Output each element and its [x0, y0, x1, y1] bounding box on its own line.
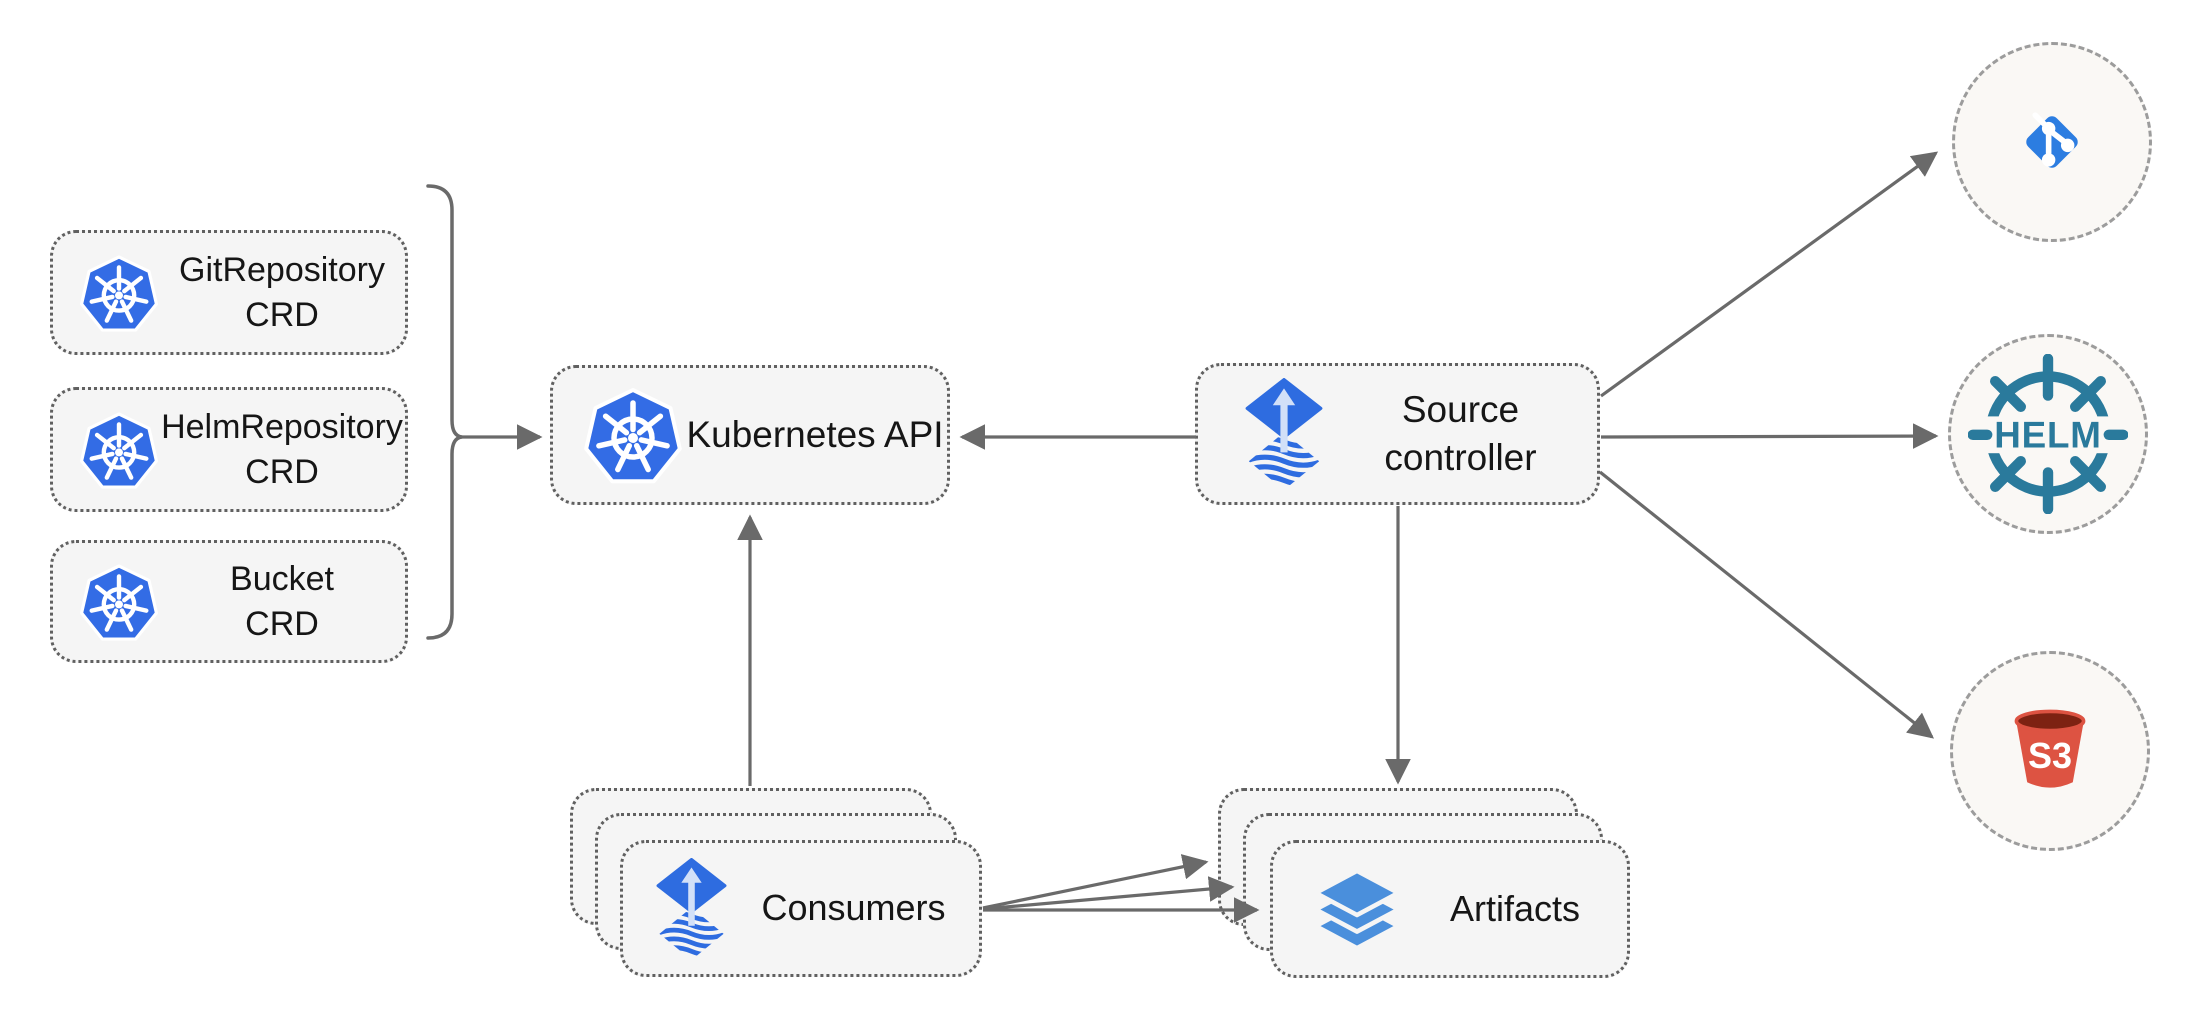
node-label: Consumers — [761, 887, 946, 929]
kubernetes-icon — [79, 562, 159, 642]
node-source-controller: Source controller — [1195, 363, 1600, 505]
node-label: Kubernetes API — [686, 413, 944, 455]
node-consumers: Consumers — [620, 840, 982, 977]
node-label-line1: Bucket — [230, 560, 334, 599]
node-gitrepository-crd: GitRepository CRD — [50, 230, 408, 355]
node-label: Artifacts — [1449, 887, 1581, 929]
node-artifacts: Artifacts — [1270, 840, 1630, 978]
node-label-line1: Source — [1401, 388, 1520, 430]
node-label-line2: controller — [1384, 437, 1537, 478]
node-label: GitRepository CRD — [159, 248, 405, 336]
node-bucket-crd: Bucket CRD — [50, 540, 408, 663]
node-label-line1: GitRepository — [179, 251, 385, 290]
layers-icon — [1311, 867, 1403, 952]
flux-icon — [655, 858, 728, 960]
helm-label: HELM — [1994, 415, 2101, 456]
edge-consumers-to-artifacts-back — [982, 854, 1209, 910]
edge-source-controller-to-helm — [1600, 423, 1939, 449]
kubernetes-icon — [583, 385, 683, 485]
node-kubernetes-api: Kubernetes API — [550, 365, 950, 505]
helm-icon: HELM — [1968, 354, 2128, 514]
node-helm-endpoint: HELM — [1948, 334, 2148, 534]
kubernetes-icon — [79, 253, 159, 333]
node-label-line2: CRD — [245, 604, 319, 643]
node-label-line1: HelmRepository — [161, 408, 403, 447]
crd-group-bracket — [426, 184, 463, 640]
git-icon — [1996, 86, 2108, 198]
s3-icon: S3 — [1990, 691, 2110, 811]
node-label: HelmRepository CRD — [159, 405, 405, 493]
flux-icon — [1244, 378, 1324, 490]
node-s3-endpoint: S3 — [1950, 651, 2150, 851]
s3-label: S3 — [2028, 735, 2072, 776]
node-label-line2: CRD — [245, 452, 319, 491]
node-git-endpoint — [1952, 42, 2152, 242]
edge-source-controller-to-git — [1600, 151, 1939, 398]
edge-source-controller-to-s3 — [1599, 470, 1935, 739]
node-label-line2: CRD — [245, 295, 319, 334]
edge-consumers-to-artifacts-middle — [982, 876, 1235, 911]
node-label: Source controller — [1324, 386, 1597, 482]
node-helmrepository-crd: HelmRepository CRD — [50, 387, 408, 512]
kubernetes-icon — [79, 410, 159, 490]
node-label: Bucket CRD — [159, 557, 405, 645]
